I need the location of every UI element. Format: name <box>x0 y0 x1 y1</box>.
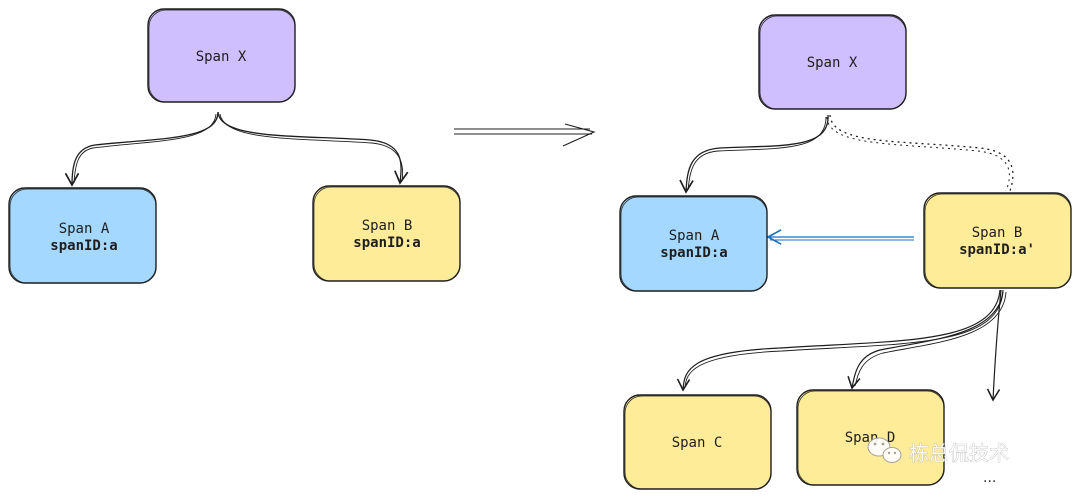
span-a-left-id: spanID:a <box>50 238 117 254</box>
span-b-left-name: Span B <box>362 218 413 234</box>
wechat-icon <box>867 437 902 463</box>
node-span-x-right: Span X <box>758 14 907 110</box>
node-span-b-left: Span B spanID:a <box>312 185 461 282</box>
edge-x-to-a-left-sketch <box>73 113 217 184</box>
edge-b-to-d-sketch <box>854 291 1007 387</box>
span-a-left-name: Span A <box>59 221 110 237</box>
span-x-left-label: Span X <box>196 49 247 65</box>
span-x-right-label: Span X <box>807 55 858 71</box>
edge-b-to-more <box>986 289 1002 402</box>
edge-x-to-b-right-dotted <box>829 114 1014 192</box>
span-a-right-id: spanID:a <box>660 245 727 261</box>
watermark-text: 栋总侃技术 <box>909 441 1009 465</box>
edge-x-to-a-right-sketch <box>687 116 827 191</box>
span-b-left-id: spanID:a <box>353 235 420 251</box>
span-a-right-name: Span A <box>669 228 720 244</box>
transform-arrow <box>454 123 596 147</box>
node-span-b-right: Span B spanID:a' <box>923 192 1072 289</box>
node-span-x-left: Span X <box>147 8 296 103</box>
node-span-c-right: Span C <box>623 394 772 490</box>
watermark: 栋总侃技术 <box>867 437 1009 465</box>
right-diagram: Span X Span A spanID:a Span B spanID:a' … <box>619 14 1072 490</box>
span-b-right-name: Span B <box>972 225 1023 241</box>
node-span-a-left: Span A spanID:a <box>8 187 157 284</box>
span-b-right-id: spanID:a' <box>959 242 1035 258</box>
left-diagram: Span X Span A spanID:a Span B spanID:a <box>8 8 461 284</box>
edge-b-to-c-sketch <box>684 291 1004 389</box>
edge-b-to-c <box>676 289 1001 392</box>
more-spans-ellipsis: ... <box>983 470 996 486</box>
span-c-right-label: Span C <box>672 435 723 451</box>
edge-x-to-a-left <box>64 111 219 187</box>
edge-x-to-b-right-dotted-sketch <box>826 116 1010 192</box>
node-span-d-right: Span D <box>796 389 945 486</box>
edge-b-to-d <box>847 289 1004 390</box>
edge-x-to-b-left-sketch <box>219 113 404 182</box>
edge-x-to-b-left <box>217 111 409 185</box>
node-span-a-right: Span A spanID:a <box>619 195 768 292</box>
